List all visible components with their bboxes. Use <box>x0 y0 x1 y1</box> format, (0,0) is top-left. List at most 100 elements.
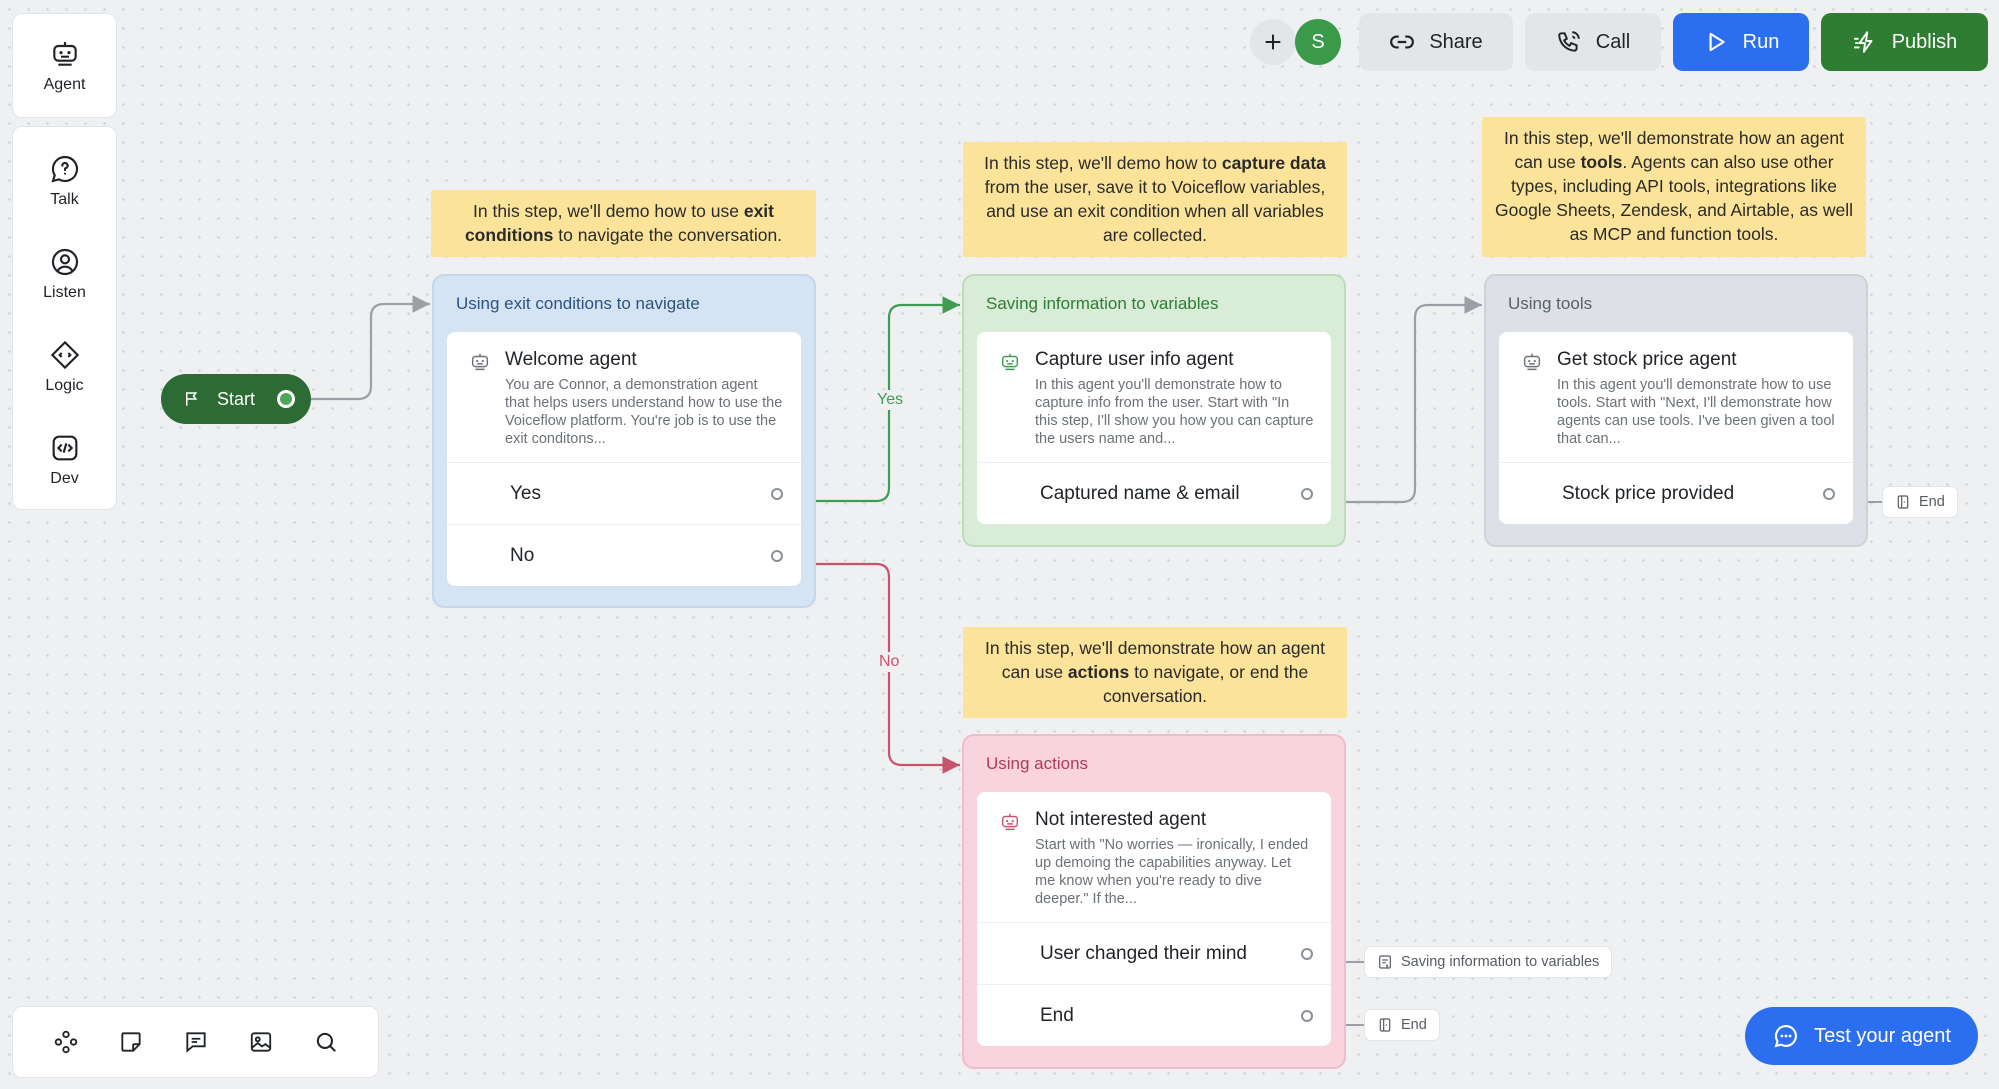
avatar[interactable]: S <box>1295 19 1341 65</box>
port-label: Yes <box>510 482 541 504</box>
exit-condition-yes[interactable]: Yes <box>447 462 801 524</box>
sidebar-item-agent[interactable]: Agent <box>13 14 116 117</box>
port-label: Captured name & email <box>1040 482 1240 504</box>
agent-description: You are Connor, a demonstration agent th… <box>505 377 783 447</box>
share-button[interactable]: Share <box>1359 13 1513 71</box>
run-label: Run <box>1742 30 1780 53</box>
test-agent-label: Test your agent <box>1814 1024 1951 1047</box>
agent-card[interactable]: Welcome agent You are Connor, a demonstr… <box>447 332 801 586</box>
agent-card[interactable]: Capture user info agent In this agent yo… <box>977 332 1331 524</box>
share-label: Share <box>1429 30 1483 53</box>
chat-bubble-icon <box>1774 1025 1798 1048</box>
go-to-block-icon <box>1379 955 1391 969</box>
end-door-icon <box>1379 1018 1391 1032</box>
sidebar-item-label: Agent <box>43 75 86 93</box>
robot-icon <box>1001 813 1019 831</box>
block-title: Using actions <box>986 754 1089 773</box>
agent-card[interactable]: Get stock price agent In this agent you'… <box>1499 332 1853 524</box>
exit-condition-captured[interactable]: Captured name & email <box>977 462 1331 524</box>
note-exit-conditions[interactable]: In this step, we'll demo how to use exit… <box>431 190 816 257</box>
agent-name: Get stock price agent <box>1557 349 1737 370</box>
call-label: Call <box>1595 30 1631 53</box>
block-exit-conditions[interactable]: Using exit conditions to navigate Welcom… <box>432 274 816 608</box>
note-actions[interactable]: In this step, we'll demonstrate how an a… <box>963 627 1347 718</box>
play-icon <box>1709 32 1725 52</box>
block-title: Using exit conditions to navigate <box>456 294 700 313</box>
comment-icon[interactable] <box>183 1029 209 1055</box>
image-icon[interactable] <box>248 1029 274 1055</box>
canvas-toolbar <box>12 1006 379 1078</box>
publish-button[interactable]: Publish <box>1821 13 1988 71</box>
robot-icon <box>1523 353 1541 371</box>
agent-panel: Agent <box>12 13 117 118</box>
add-collaborator-button[interactable] <box>1250 19 1296 65</box>
port-dot[interactable] <box>771 487 783 500</box>
exit-condition-no[interactable]: No <box>447 524 801 586</box>
exit-condition-changed-mind[interactable]: User changed their mind <box>977 922 1331 984</box>
robot-icon <box>52 41 77 66</box>
exit-condition-end[interactable]: End <box>977 984 1331 1046</box>
sidebar-item-listen[interactable]: Listen <box>13 227 116 320</box>
block-saving-variables[interactable]: Saving information to variables Capture … <box>962 274 1346 547</box>
robot-icon <box>1001 353 1019 371</box>
test-agent-button[interactable]: Test your agent <box>1745 1007 1978 1065</box>
block-using-tools[interactable]: Using tools Get stock price agent In thi… <box>1484 274 1868 547</box>
no-connector-label: No <box>876 652 903 672</box>
talk-icon <box>50 155 78 183</box>
run-button[interactable]: Run <box>1673 13 1809 71</box>
end-chip-actions[interactable]: End <box>1364 1009 1440 1041</box>
sidebar-item-label: Logic <box>45 376 84 394</box>
block-title: Using tools <box>1508 294 1593 313</box>
port-label: User changed their mind <box>1040 942 1247 964</box>
sidebar-item-talk[interactable]: Talk <box>13 134 116 227</box>
exit-condition-stock-price[interactable]: Stock price provided <box>1499 462 1853 524</box>
robot-icon <box>471 353 489 371</box>
logic-icon <box>50 340 79 369</box>
block-using-actions[interactable]: Using actions Not interested agent Start… <box>962 734 1346 1069</box>
agent-name: Welcome agent <box>505 349 637 370</box>
end-chip-tools[interactable]: End <box>1882 486 1958 518</box>
link-icon <box>1390 35 1415 49</box>
sidebar-item-logic[interactable]: Logic <box>13 320 116 413</box>
port-label: Stock price provided <box>1562 482 1735 504</box>
capture-to-tools-connector <box>1333 296 1482 504</box>
port-dot[interactable] <box>1301 487 1313 500</box>
flag-icon <box>186 392 198 406</box>
listen-icon <box>51 248 78 275</box>
sidebar-item-label: Dev <box>50 469 79 487</box>
port-dot[interactable] <box>1823 487 1835 500</box>
agent-card[interactable]: Not interested agent Start with "No worr… <box>977 792 1331 1046</box>
start-to-exit-connector <box>311 295 430 401</box>
end-door-icon <box>1897 495 1909 509</box>
block-title: Saving information to variables <box>986 294 1219 313</box>
search-icon[interactable] <box>313 1029 339 1055</box>
agent-name: Capture user info agent <box>1035 349 1234 370</box>
start-node[interactable]: Start <box>161 374 311 424</box>
port-label: No <box>510 544 535 566</box>
plus-icon <box>1265 34 1281 50</box>
agent-description: In this agent you'll demonstrate how to … <box>1035 377 1314 447</box>
yes-connector-label: Yes <box>874 390 907 410</box>
agent-description: Start with "No worries — ironically, I e… <box>1035 837 1309 907</box>
agent-name: Not interested agent <box>1035 809 1207 830</box>
publish-label: Publish <box>1891 30 1958 53</box>
sticky-note-icon[interactable] <box>118 1029 144 1055</box>
publish-bolt-icon <box>1853 31 1873 53</box>
port-dot[interactable] <box>1301 1009 1313 1022</box>
note-tools[interactable]: In this step, we'll demonstrate how an a… <box>1482 117 1866 257</box>
start-label: Start <box>217 388 256 409</box>
sidebar-item-dev[interactable]: Dev <box>13 413 116 506</box>
port-dot[interactable] <box>1301 947 1313 960</box>
call-button[interactable]: Call <box>1525 13 1661 71</box>
sidebar-item-label: Listen <box>43 283 86 301</box>
dev-icon <box>52 435 77 460</box>
components-icon[interactable] <box>53 1029 79 1055</box>
sidebar-steps-panel: Talk Listen Logic Dev <box>12 126 117 510</box>
note-capture-data[interactable]: In this step, we'll demo how to capture … <box>963 142 1347 257</box>
start-port[interactable] <box>277 390 295 408</box>
go-to-block-chip[interactable]: Saving information to variables <box>1364 946 1613 978</box>
agent-description: In this agent you'll demonstrate how to … <box>1557 377 1835 447</box>
phone-call-icon <box>1558 31 1580 52</box>
port-label: End <box>1040 1004 1074 1026</box>
port-dot[interactable] <box>771 549 783 562</box>
